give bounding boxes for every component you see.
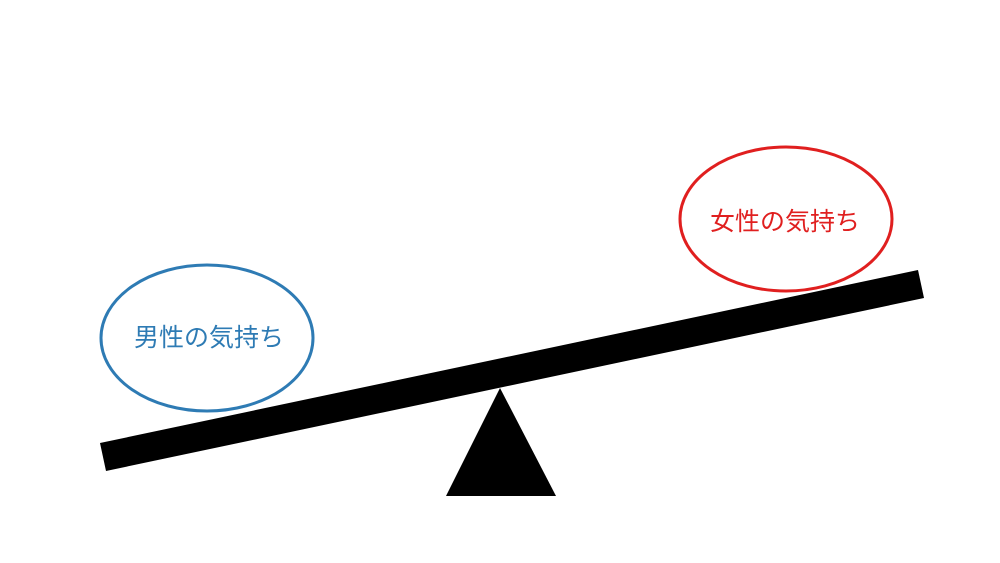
fulcrum-triangle bbox=[446, 388, 556, 496]
male-feelings-label: 男性の気持ち bbox=[134, 323, 284, 352]
male-feelings-ellipse bbox=[99, 263, 315, 413]
male-feelings-bubble: 男性の気持ち bbox=[99, 263, 315, 413]
female-feelings-label: 女性の気持ち bbox=[710, 207, 860, 236]
female-feelings-ellipse bbox=[678, 145, 894, 293]
seesaw-beam bbox=[100, 270, 924, 471]
female-feelings-bubble: 女性の気持ち bbox=[678, 145, 894, 293]
